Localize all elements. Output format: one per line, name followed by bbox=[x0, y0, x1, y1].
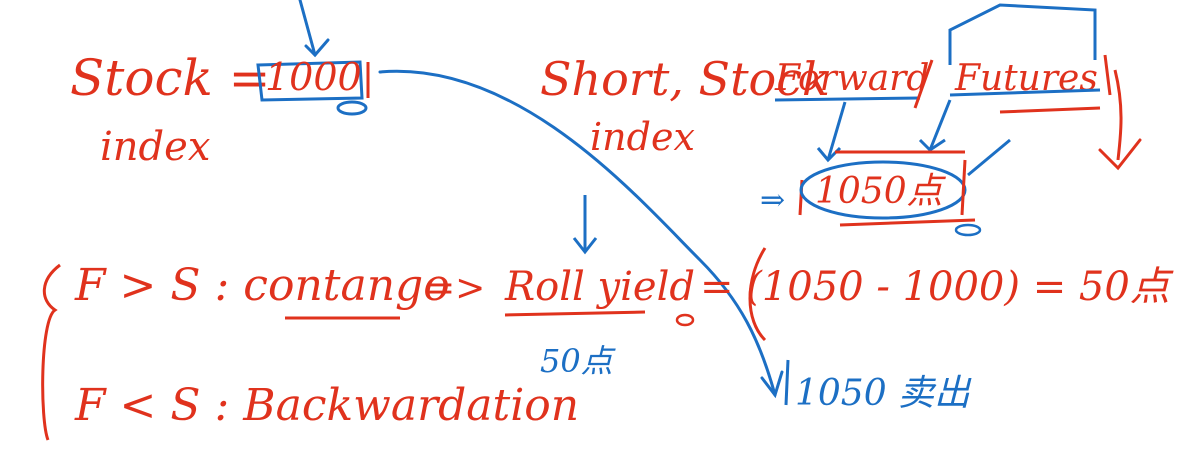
roll-yield-value: 50点 bbox=[540, 342, 616, 380]
futures-underline bbox=[949, 88, 1101, 97]
contango-arrow: => bbox=[425, 268, 485, 309]
forward-word: Forward bbox=[774, 58, 929, 99]
double-arrow-icon: ⇒ bbox=[760, 183, 785, 218]
forward-price-underline bbox=[839, 218, 976, 227]
stock-index-label: Stock = bbox=[70, 49, 271, 107]
short-stock-label: Short, Stock bbox=[540, 52, 830, 106]
roll-yield: Roll yield bbox=[504, 264, 695, 310]
backwardation-line: F < S : Backwardation bbox=[74, 380, 579, 431]
futures-right-bar bbox=[1103, 54, 1112, 96]
forward-price-circle bbox=[799, 160, 967, 220]
arrow-head-icon bbox=[304, 38, 330, 58]
roll-yield-circle-mark bbox=[675, 313, 695, 327]
futures-arrow-head-icon bbox=[918, 138, 946, 152]
slash-divider bbox=[913, 59, 934, 109]
futures-underline-2 bbox=[999, 106, 1101, 114]
curved-arrow-head-icon bbox=[760, 370, 784, 399]
forward-arrow-icon bbox=[826, 101, 847, 161]
right-curve-arrow-head-icon bbox=[1098, 138, 1142, 171]
roll-yield-calc: = (1050 - 1000) = 50点 bbox=[700, 264, 1174, 310]
arrow-down-icon bbox=[298, 0, 317, 57]
spot-value-box bbox=[256, 60, 364, 102]
forward-price-circle-mark bbox=[954, 223, 982, 237]
left-brace bbox=[41, 263, 61, 441]
stock-index-sub: index bbox=[100, 124, 210, 170]
spot-value: 1000 bbox=[265, 55, 362, 99]
contango-line: F > S : contango bbox=[74, 260, 450, 311]
futures-arrow-icon bbox=[928, 99, 952, 151]
forward-price: 1050点 bbox=[815, 171, 947, 212]
curved-arrow-icon bbox=[378, 69, 777, 397]
short-stock-sub: index bbox=[590, 115, 695, 159]
sell-note: 1050 卖出 bbox=[795, 373, 972, 414]
roll-arrow-head-icon bbox=[572, 237, 598, 255]
sell-bar bbox=[784, 359, 790, 406]
roll-yield-underline bbox=[504, 310, 646, 317]
forward-underline bbox=[774, 96, 921, 102]
futures-bracket bbox=[948, 3, 1097, 65]
right-curve-arrow-icon bbox=[1113, 69, 1123, 161]
calc-open-paren bbox=[748, 247, 767, 342]
spot-circle-mark bbox=[336, 100, 368, 116]
forward-price-right-bar bbox=[960, 159, 967, 216]
right-arrow-icon bbox=[967, 138, 1011, 177]
